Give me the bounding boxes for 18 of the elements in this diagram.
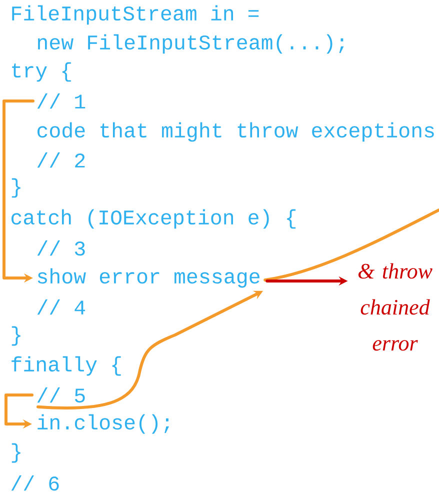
code-line: } [12, 326, 20, 346]
code-line: // 4 [37, 299, 86, 315]
code-line: try { [12, 62, 71, 82]
code-line: // 3 [37, 240, 85, 256]
code-line: // 1 [37, 93, 86, 109]
code-line: new FileInputStream(...); [38, 34, 344, 54]
code-line: // 6 [11, 475, 59, 491]
code-line: show error message [38, 268, 260, 288]
code-line: FileInputStream in = [12, 5, 259, 25]
code-line: // 2 [37, 152, 85, 168]
code-line: catch (IOException e) { [12, 209, 296, 229]
code-line: // 5 [37, 387, 85, 403]
code-line: in.close(); [38, 414, 169, 434]
code-line: code that might throw exceptions [38, 122, 434, 142]
code-line: finally { [12, 356, 121, 376]
handwritten-note: & throw chained error [358, 263, 432, 351]
code-line: } [12, 443, 20, 463]
code-line: } [12, 178, 20, 198]
